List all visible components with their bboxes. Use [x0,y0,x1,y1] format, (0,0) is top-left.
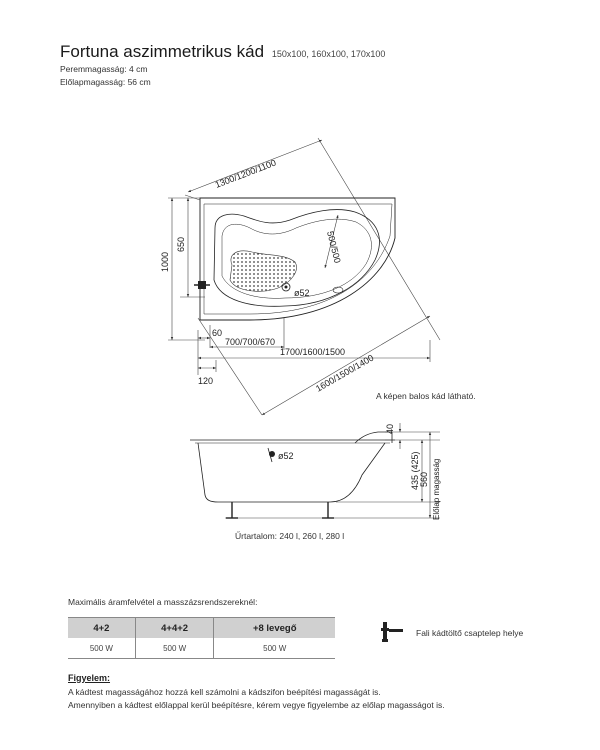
dim-left-inner: 650 [176,237,186,252]
tub-side-view [190,431,395,503]
power-table: 4+2 4+4+2 +8 levegő 500 W 500 W 500 W [68,617,335,659]
power-header-3: +8 levegő [213,617,335,638]
power-table-label: Maximális áramfelvétel a masszázsrendsze… [68,597,258,607]
dim-60: 60 [212,328,222,338]
dim-435: 435 (425) [410,451,420,490]
volume-text: Űrtartalom: 240 l, 260 l, 280 l [235,531,345,541]
plan-dimension-lines [168,137,441,416]
side-dimension-lines [225,423,440,519]
dim-560: 560 [419,472,429,487]
panel-height-label: Előlap magasság [432,459,441,520]
power-table-header-row: 4+2 4+4+2 +8 levegő [68,617,335,638]
dim-inner-width: 700/700/670 [225,337,275,347]
tub-feet [226,502,334,519]
faucet-legend-text: Fali kádtöltő csaptelep helye [416,628,524,638]
power-value-1: 500 W [68,638,136,659]
dim-120: 120 [198,376,213,386]
plan-caption: A képen balos kád látható. [376,391,476,401]
dim-diag-inner: 500/500 [325,230,343,264]
dim-diagonal: 1600/1500/1400 [314,353,375,394]
faucet-legend: Fali kádtöltő csaptelep helye [380,620,523,646]
tub-plan-outline [199,197,396,321]
power-header-1: 4+2 [68,617,136,638]
page-title: Fortuna aszimmetrikus kád 150x100, 160x1… [60,42,385,62]
note-line-2: Amennyiben a kádtest előlappal kerül beé… [68,700,445,710]
panel-height-spec: Előlapmagasság: 56 cm [60,77,151,87]
side-drain-label: ø52 [278,451,294,461]
dim-width: 1700/1600/1500 [280,347,345,357]
power-value-3: 500 W [213,638,335,659]
power-value-2: 500 W [134,638,214,659]
plan-faucet-icon [194,281,210,289]
title-text: Fortuna aszimmetrikus kád [60,42,265,61]
power-header-2: 4+4+2 [134,617,214,638]
faucet-icon [381,622,403,642]
notes-title: Figyelem: [68,673,111,683]
plan-drain [281,282,291,292]
backrest-texture [229,250,297,292]
plan-drain-label: ø52 [294,288,310,298]
power-table-row: 500 W 500 W 500 W [68,638,335,659]
note-line-1: A kádtest magasságához hozzá kell számol… [68,687,381,697]
dim-top: 1300/1200/1100 [214,158,278,190]
rim-height-spec: Peremmagasság: 4 cm [60,64,148,74]
dim-left-outer: 1000 [160,252,170,272]
title-sizes: 150x100, 160x100, 170x100 [271,49,386,59]
dim-40: 40 [385,424,395,434]
